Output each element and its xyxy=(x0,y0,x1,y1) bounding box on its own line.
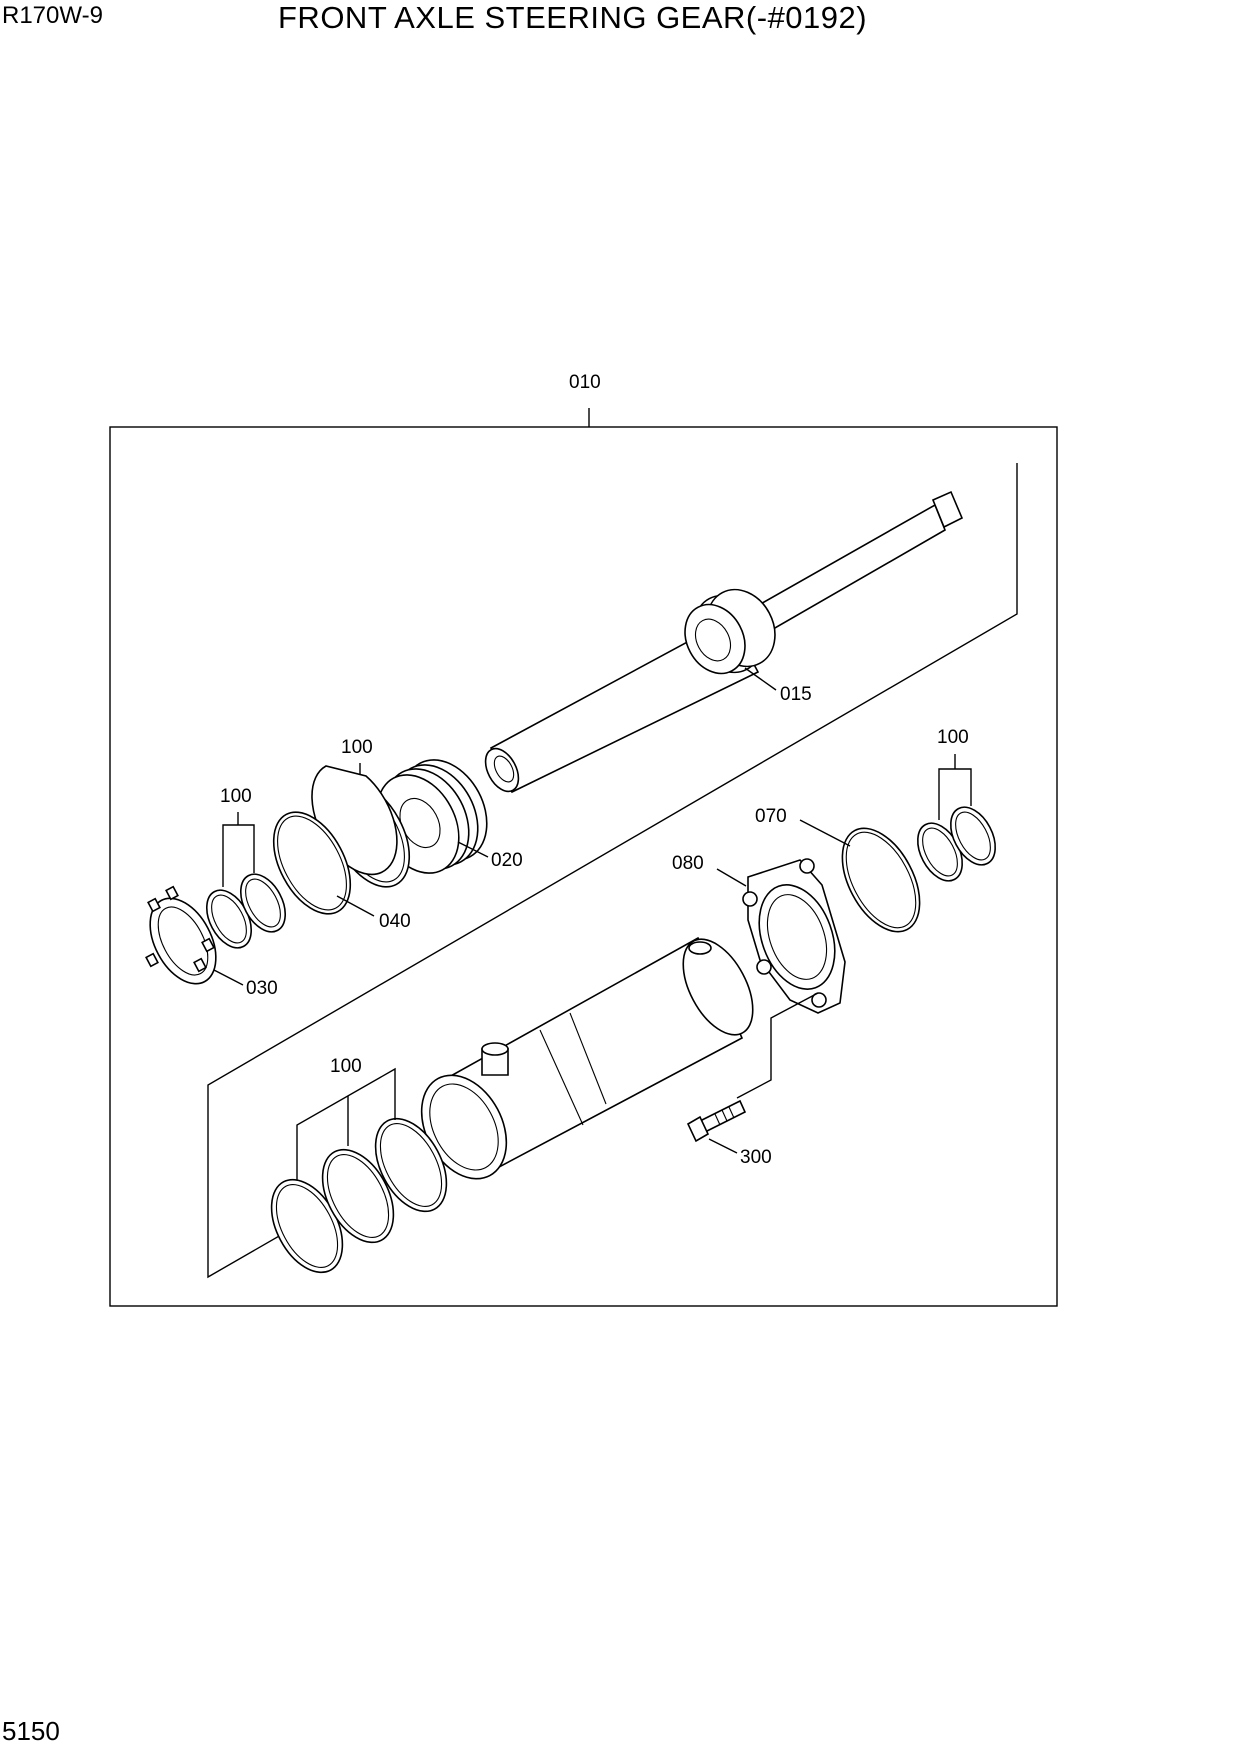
snap-ring-070 xyxy=(841,827,921,933)
lock-washer-030 xyxy=(145,885,217,985)
callout-100-c[interactable]: 100 xyxy=(330,1056,362,1077)
seal-ring-100-left-b xyxy=(239,873,287,933)
callout-010[interactable]: 010 xyxy=(569,372,601,393)
callout-080[interactable]: 080 xyxy=(672,853,704,874)
page-number: 5150 xyxy=(2,1716,60,1746)
bolt-300 xyxy=(686,1099,747,1143)
seal-ring-100-right-b xyxy=(949,806,997,866)
assembly-frame xyxy=(109,426,1058,1307)
flange-080 xyxy=(742,858,846,1014)
seal-ring-100-bottom-c xyxy=(374,1117,448,1213)
callout-100-b[interactable]: 100 xyxy=(220,786,252,807)
sub-assembly-bracket xyxy=(207,463,1018,1279)
callout-015[interactable]: 015 xyxy=(780,684,812,705)
callout-300[interactable]: 300 xyxy=(740,1147,772,1168)
model-code: R170W-9 xyxy=(2,2,103,29)
callout-030[interactable]: 030 xyxy=(246,978,278,999)
piston-rod xyxy=(484,490,964,794)
callout-100-d[interactable]: 100 xyxy=(937,727,969,748)
callout-070[interactable]: 070 xyxy=(755,806,787,827)
cylinder-tube xyxy=(420,936,754,1180)
callout-020[interactable]: 020 xyxy=(491,850,523,871)
callout-100-a[interactable]: 100 xyxy=(341,737,373,758)
seal-ring-100-bottom-b xyxy=(321,1148,395,1244)
callout-040[interactable]: 040 xyxy=(379,911,411,932)
page-title: FRONT AXLE STEERING GEAR(-#0192) xyxy=(278,0,868,35)
